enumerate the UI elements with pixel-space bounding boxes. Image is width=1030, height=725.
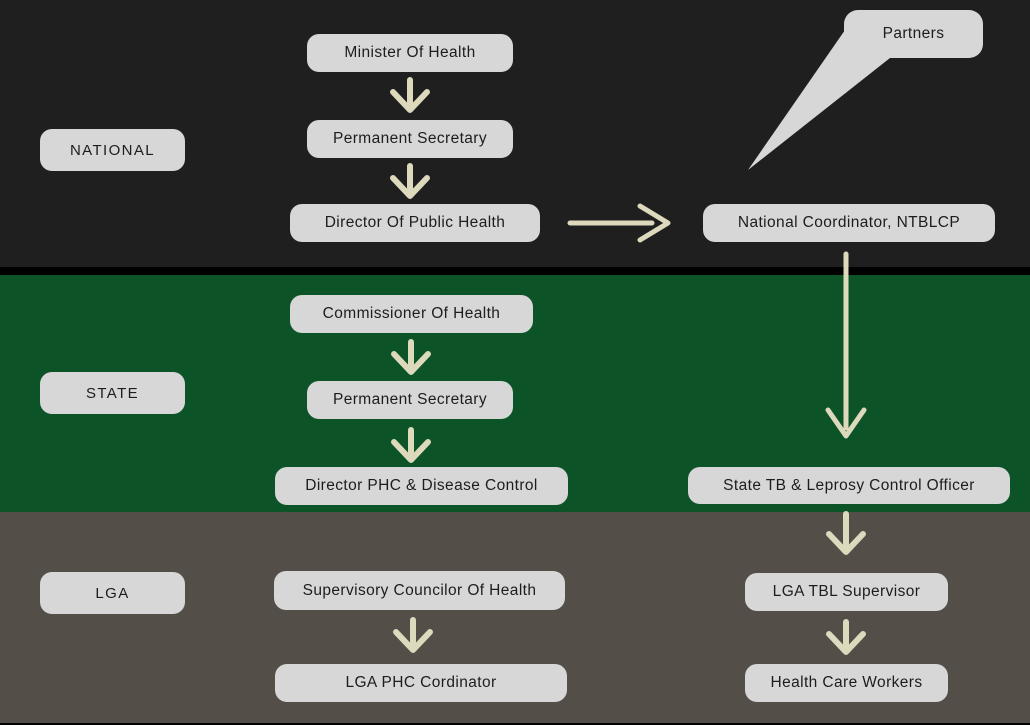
connector-arrow-permsec-to-director: [390, 163, 430, 199]
connector-arrow-supervisory-to-phc-coordinator: [393, 617, 433, 653]
node-partners: Partners: [844, 10, 983, 58]
node-lga-phc-coordinator: LGA PHC Cordinator: [275, 664, 567, 702]
national-section-label: NATIONAL: [40, 129, 185, 171]
connector-arrow-director-to-coordinator: [567, 203, 671, 243]
node-permanent-secretary-national: Permanent Secretary: [307, 120, 513, 158]
connector-arrow-lga-supervisor-to-workers: [826, 619, 866, 655]
node-minister-of-health: Minister Of Health: [307, 34, 513, 72]
state-section-label: STATE: [40, 372, 185, 414]
connector-arrow-minister-to-permsec: [390, 77, 430, 113]
node-supervisory-councilor-of-health: Supervisory Councilor Of Health: [274, 571, 565, 610]
node-national-coordinator-ntblcp: National Coordinator, NTBLCP: [703, 204, 995, 242]
partners-callout-tail: [748, 30, 890, 170]
node-lga-tbl-supervisor: LGA TBL Supervisor: [745, 573, 948, 611]
node-director-phc-disease-control: Director PHC & Disease Control: [275, 467, 568, 505]
connector-arrow-state-officer-to-lga-supervisor: [826, 511, 866, 555]
node-state-tb-leprosy-control-officer: State TB & Leprosy Control Officer: [688, 467, 1010, 504]
connector-arrow-commissioner-to-permsec: [391, 339, 431, 375]
lga-section-label: LGA: [40, 572, 185, 614]
connector-arrow-coordinator-to-state-officer: [825, 251, 867, 439]
node-health-care-workers: Health Care Workers: [745, 664, 948, 702]
connector-arrow-permsec-to-director-phc: [391, 427, 431, 463]
node-commissioner-of-health: Commissioner Of Health: [290, 295, 533, 333]
node-permanent-secretary-state: Permanent Secretary: [307, 381, 513, 419]
node-director-of-public-health: Director Of Public Health: [290, 204, 540, 242]
